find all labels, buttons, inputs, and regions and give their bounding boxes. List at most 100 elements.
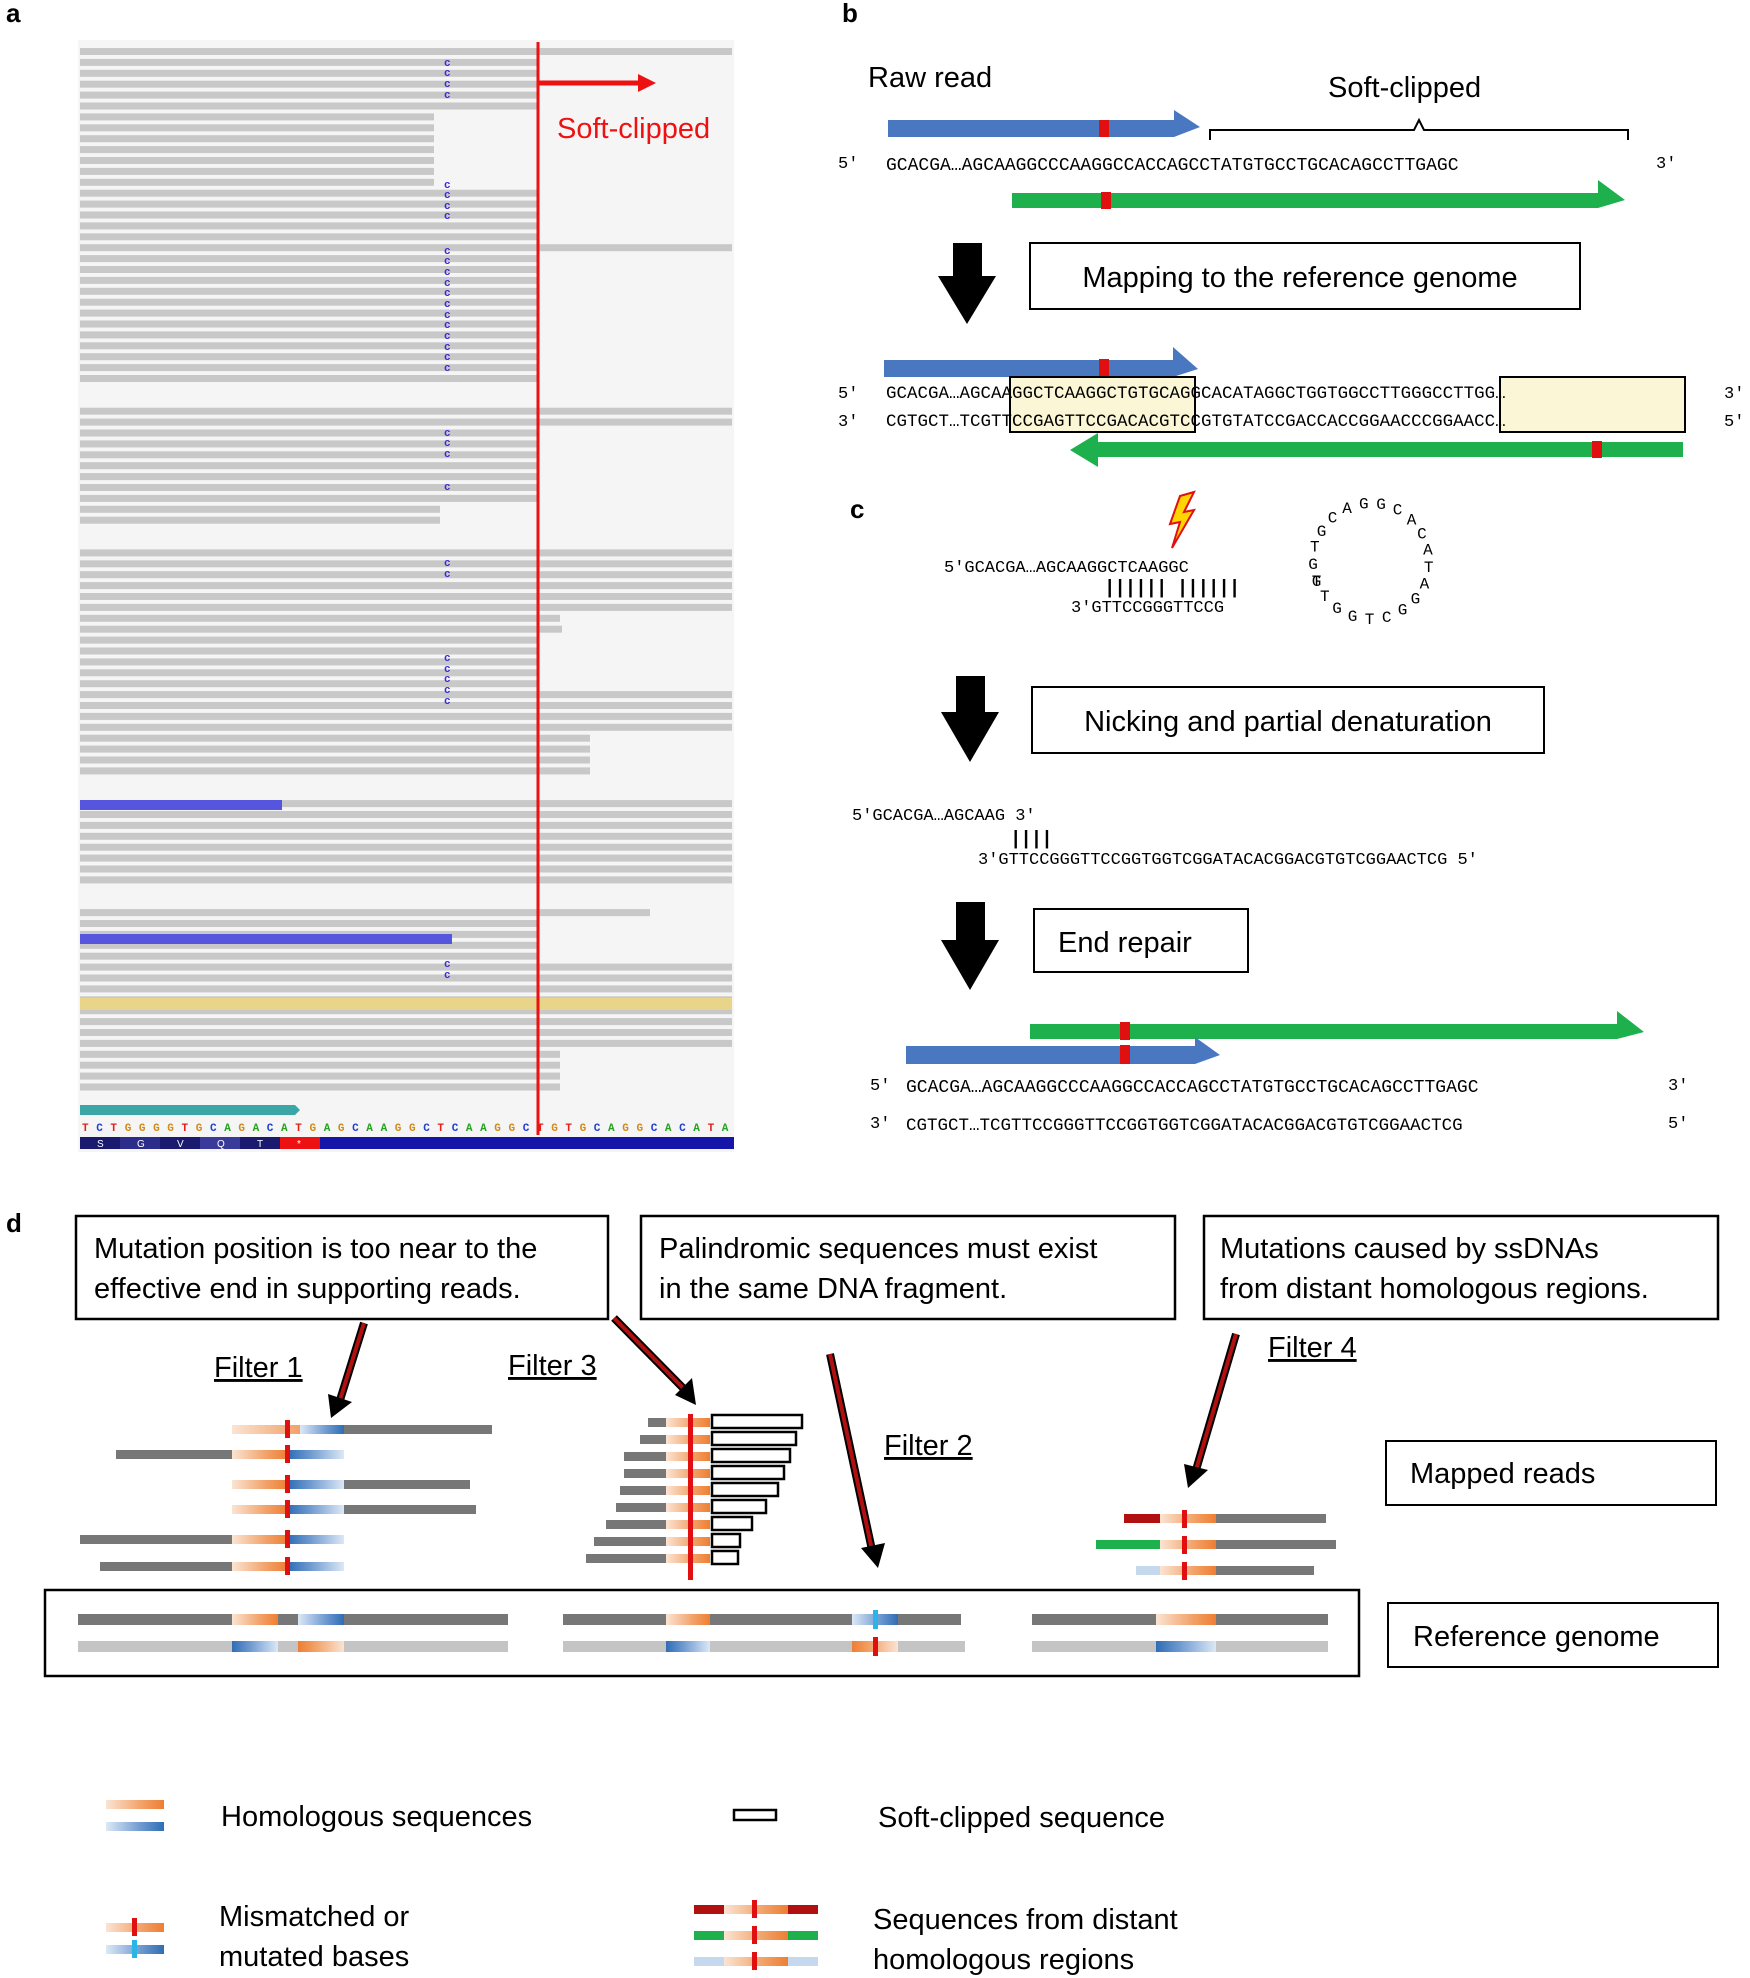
mismatch-base: c <box>444 674 451 686</box>
loop-base: G <box>1359 496 1369 514</box>
read-row <box>80 494 538 502</box>
legend-soft-clipped-text: Soft-clipped sequence <box>878 1802 1165 1834</box>
ref-bottom-three-prime: 3′ <box>838 413 858 432</box>
loop-base: A <box>1407 512 1417 530</box>
read-row <box>80 865 732 873</box>
mismatch-base: c <box>444 58 451 70</box>
reference-base: G <box>551 1123 558 1135</box>
reference-base: C <box>594 1123 601 1135</box>
read-row <box>80 91 538 99</box>
loop-base: G <box>1398 602 1408 620</box>
loop-base: C <box>1328 510 1338 528</box>
mismatch-base: c <box>444 246 451 258</box>
read-row <box>80 429 538 437</box>
read-row <box>80 723 732 731</box>
legend-homologous-swatch-blue <box>106 1822 164 1831</box>
amino-acid-cell <box>80 1137 120 1149</box>
hairpin-bottom-strand: 3′GTTCCGGGTTCCG <box>1071 599 1224 618</box>
mismatch-base: c <box>444 201 451 213</box>
reference-base: T <box>565 1123 572 1135</box>
reference-base: A <box>224 1123 231 1135</box>
read-row <box>80 375 538 382</box>
loop-base: G <box>1308 556 1318 574</box>
mismatch-base: c <box>444 68 451 80</box>
raw-read-mutation <box>1099 120 1109 137</box>
raw-sequence: GCACGA…AGCAAGGCCCAAGGCCACCAGCCTATGTGCCTG… <box>886 156 1459 176</box>
panel-label-d: d <box>6 1208 22 1238</box>
read-row <box>80 287 538 295</box>
reference-base: C <box>423 1123 430 1135</box>
read-row <box>80 560 732 568</box>
read-row <box>80 516 440 524</box>
loop-base: G <box>1348 608 1358 626</box>
filter-box-1-line1: Mutation position is too near to the <box>94 1233 537 1265</box>
read-row <box>80 702 732 709</box>
amino-acid-cell <box>120 1137 160 1149</box>
loop-base: A <box>1423 542 1433 560</box>
reference-base: T <box>437 1123 444 1135</box>
read-row <box>80 157 434 164</box>
highlighted-read <box>80 998 732 1010</box>
reference-base: G <box>622 1123 629 1135</box>
filter-box-2-line2: in the same DNA fragment. <box>659 1273 1007 1305</box>
read-row <box>80 48 732 55</box>
read-row <box>80 113 434 121</box>
mismatch-base: c <box>444 569 451 581</box>
read-row <box>80 745 590 753</box>
read-row <box>80 669 538 677</box>
read-row <box>80 167 434 175</box>
raw-read-arrow <box>888 110 1200 137</box>
legend-distant-line2: homologous regions <box>873 1944 1134 1976</box>
amino-acid-letter: * <box>297 1139 301 1150</box>
filter-1-label: Filter 1 <box>214 1352 303 1384</box>
clip-arrow-head <box>638 74 656 92</box>
read-row <box>80 473 538 481</box>
legend-homologous-text: Homologous sequences <box>221 1801 532 1833</box>
read-row <box>80 124 434 132</box>
legend-distant-line1: Sequences from distant <box>873 1904 1178 1936</box>
read-row <box>80 462 538 470</box>
mapped-read-arrow <box>884 347 1198 377</box>
filter-box-3-line2: from distant homologous regions. <box>1220 1273 1649 1305</box>
loop-base: T <box>1320 588 1330 606</box>
read-row <box>80 266 538 273</box>
reference-segment-3 <box>1032 1614 1328 1652</box>
mismatch-base: c <box>444 449 451 461</box>
read-row <box>80 69 538 77</box>
read-row <box>80 593 732 600</box>
filter-4-label: Filter 4 <box>1268 1332 1357 1364</box>
repaired-blue-mutation <box>1120 1045 1130 1064</box>
read-row <box>80 320 538 328</box>
reference-base: G <box>139 1123 146 1135</box>
read-row <box>80 909 650 917</box>
mismatch-base: c <box>444 288 451 300</box>
mismatch-base: c <box>444 211 451 223</box>
filter-1-reads <box>80 1420 492 1575</box>
read-row <box>80 811 732 818</box>
read-row <box>80 222 538 230</box>
read-row <box>80 298 538 306</box>
teal-read <box>80 1105 300 1115</box>
mismatch-base: c <box>444 180 451 192</box>
end-repair-box <box>1033 908 1249 973</box>
loop-base: T <box>1424 559 1434 577</box>
filter-2-label: Filter 2 <box>884 1430 973 1462</box>
read-row <box>80 756 590 764</box>
reference-base: C <box>96 1123 103 1135</box>
insert-bar-2 <box>80 934 452 944</box>
read-row <box>80 255 538 263</box>
filter-3-read-body <box>624 1452 666 1461</box>
amino-acid-cell <box>240 1137 280 1149</box>
panel-c: 5′GCACGA…AGCAAGGCTCAAGGC |||||| |||||| 3… <box>852 490 1688 1136</box>
soft-clipped-brace <box>1209 117 1629 140</box>
filter-3-read-body <box>606 1520 666 1529</box>
down-arrow-1-icon <box>938 243 996 324</box>
read-row <box>80 549 732 557</box>
mismatch-base: c <box>444 428 451 440</box>
ref-top-sequence: GCACGA…AGCAAGGCTCAAGGCTGTGCAGGCACATAGGCT… <box>886 384 1506 404</box>
reference-base: G <box>338 1123 345 1135</box>
mapped-reads-text: Mapped reads <box>1410 1458 1595 1490</box>
read-row <box>80 200 538 208</box>
filter-3-read-body <box>648 1418 666 1427</box>
